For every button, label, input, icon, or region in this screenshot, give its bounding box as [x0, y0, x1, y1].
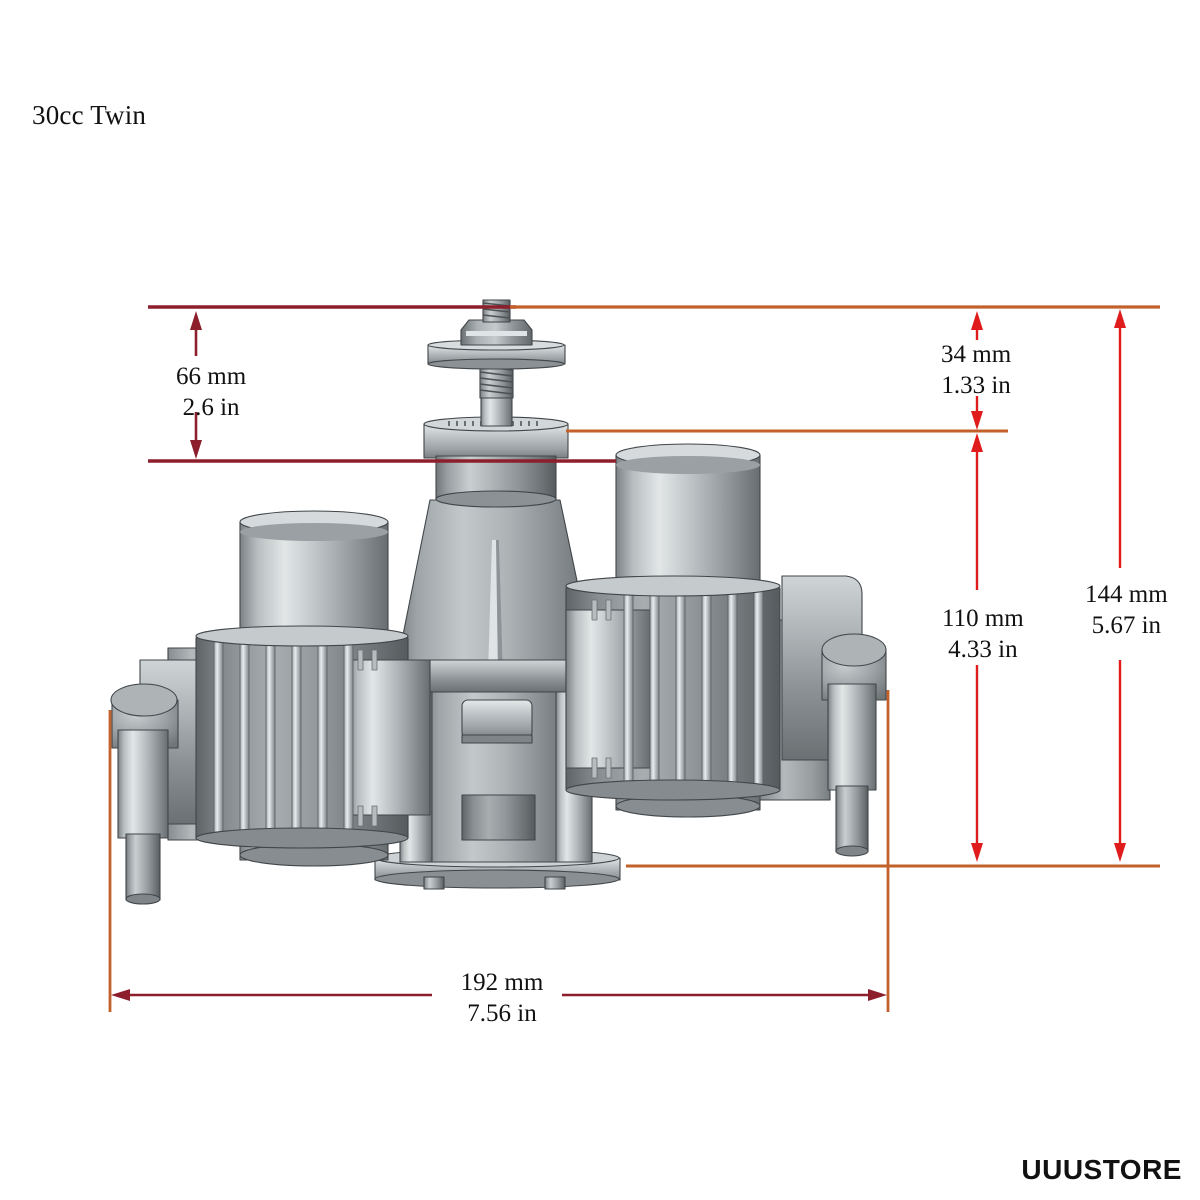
threaded-prop-shaft [479, 362, 514, 427]
right-exhaust-elbow [821, 633, 887, 857]
left-cylinder-head-finned [195, 625, 431, 849]
dim-34mm-mm: 34 mm [941, 341, 1012, 368]
engine-illustration [110, 299, 887, 905]
dimension-lines [108, 305, 1160, 1012]
dim-192mm-mm: 192 mm [460, 969, 544, 996]
dim-144mm-mm: 144 mm [1085, 581, 1168, 608]
dim-66mm-in: 2.6 in [182, 393, 240, 421]
dim-66mm-mm: 66 mm [176, 363, 247, 390]
dim-144mm-in: 5.67 in [1091, 611, 1162, 639]
dim-arrow-144mm [1114, 309, 1126, 862]
dim-label-144mm: 144 mm 5.67 in [1085, 580, 1168, 641]
dim-arrow-110mm [971, 433, 983, 862]
dim-arrow-192mm [111, 989, 887, 1001]
page-title: 30cc Twin [32, 100, 147, 130]
dim-label-110mm: 110 mm 4.33 in [942, 604, 1024, 665]
dim-label-192mm: 192 mm 7.56 in [443, 968, 561, 1029]
dim-label-66mm: 66 mm 2.6 in [176, 362, 246, 423]
left-exhaust-elbow [110, 683, 179, 905]
dim-110mm-mm: 110 mm [942, 605, 1024, 632]
dim-arrow-66mm [190, 311, 202, 459]
watermark-text: UUUSTORE [1021, 1154, 1182, 1185]
prop-washer-plate [427, 339, 566, 370]
right-cylinder-head-finned [565, 575, 781, 801]
dim-110mm-in: 4.33 in [948, 635, 1018, 663]
dim-arrow-34mm [971, 311, 983, 430]
dim-192mm-in: 7.56 in [467, 999, 537, 1027]
dim-label-34mm: 34 mm 1.33 in [941, 340, 1011, 401]
dim-34mm-in: 1.33 in [941, 371, 1011, 399]
